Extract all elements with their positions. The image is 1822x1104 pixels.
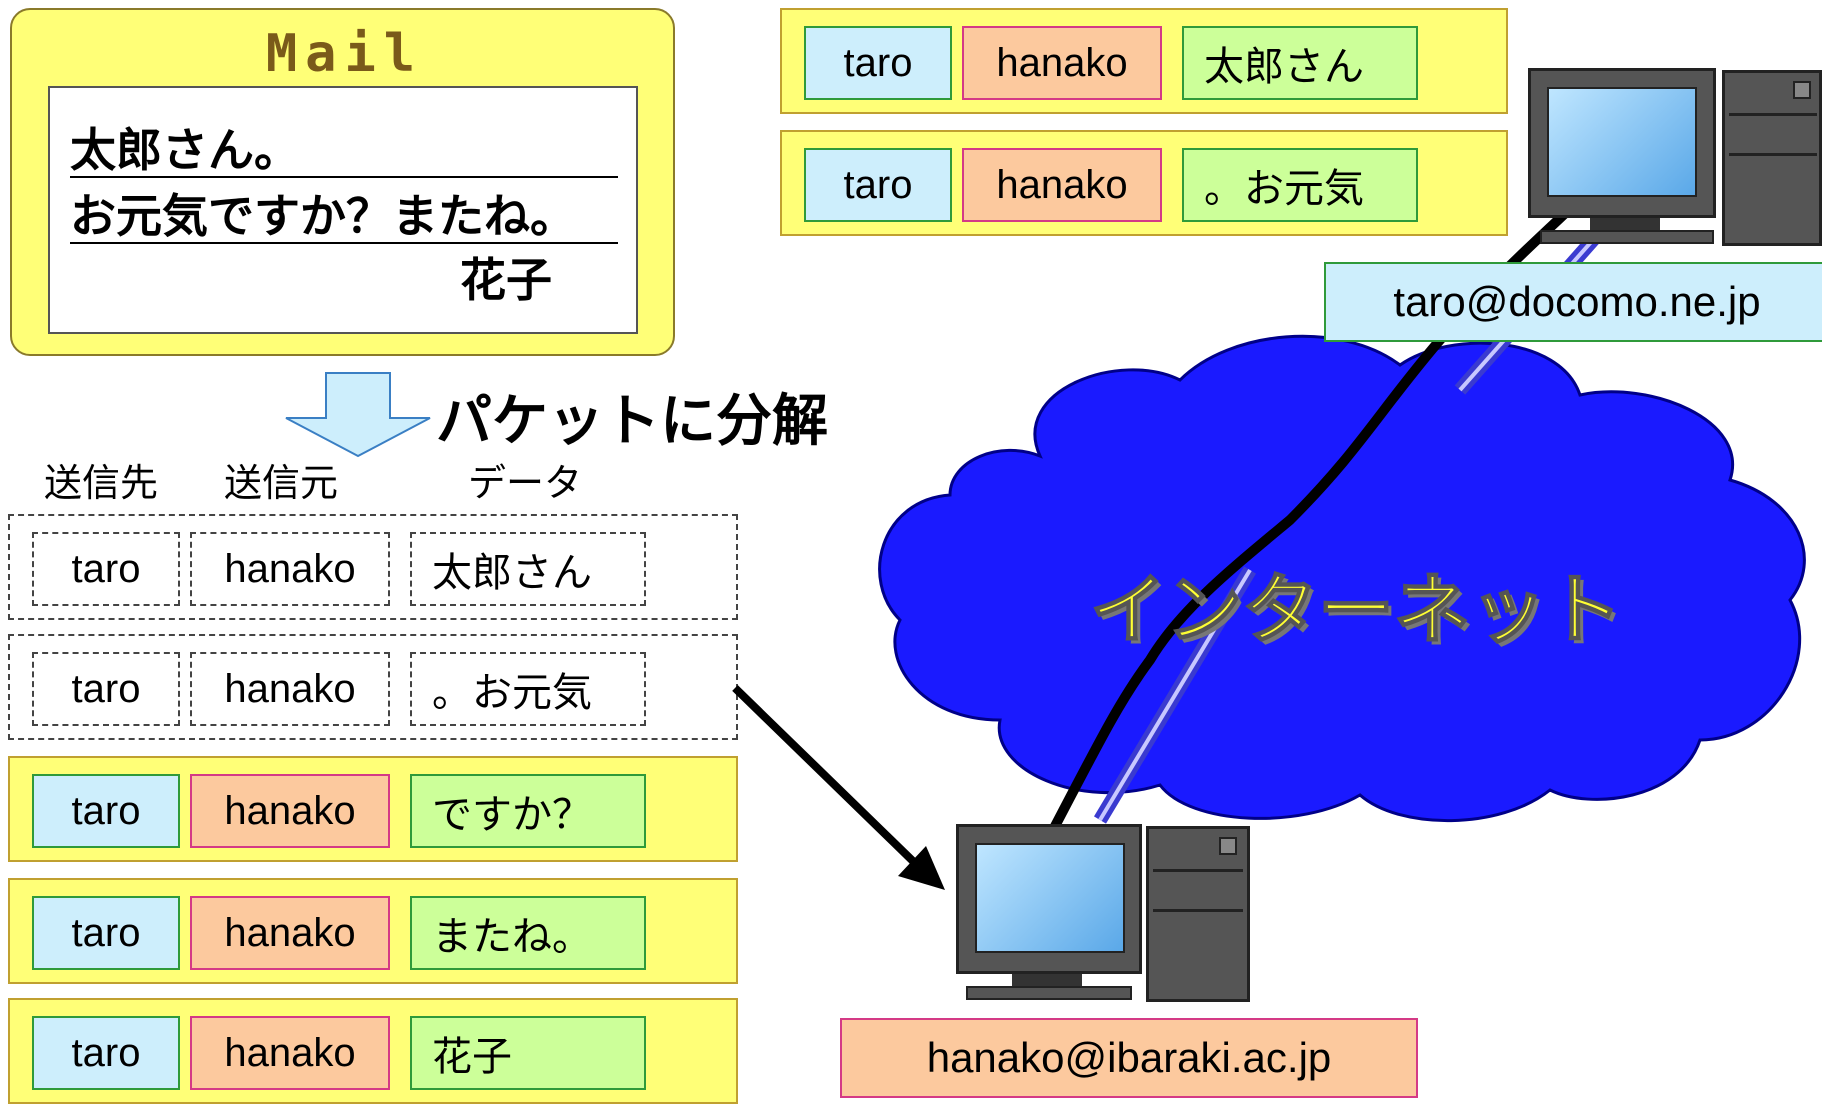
packet-dest: taro (32, 532, 180, 606)
packet-data: 花子 (410, 1016, 646, 1090)
mail-body: 太郎さん。 お元気ですか？またね。 花子 (48, 86, 638, 334)
split-label: パケットに分解 (436, 389, 828, 454)
hanako-tower-icon (1146, 826, 1250, 1002)
hanako-address: hanako@ibaraki.ac.jp (840, 1018, 1418, 1098)
header-src: 送信元 (224, 463, 339, 505)
packet-src: hanako (190, 652, 390, 726)
header-data: データ (468, 463, 583, 505)
taro-monitor-stand (1590, 218, 1660, 230)
packet-data: 。お元気 (410, 652, 646, 726)
hanako-monitor-icon (956, 824, 1142, 974)
taro-keyboard-icon (1540, 230, 1714, 244)
mail-line-1: 太郎さん。 (70, 123, 300, 177)
received-src: hanako (962, 148, 1162, 222)
send-arrow (732, 685, 923, 871)
hanako-keyboard-icon (966, 986, 1132, 1000)
packet-dest: taro (32, 1016, 180, 1090)
received-data: 太郎さん (1182, 26, 1418, 100)
hanako-monitor-stand (1012, 974, 1082, 986)
packet-data: またね。 (410, 896, 646, 970)
received-data: 。お元気 (1182, 148, 1418, 222)
taro-monitor-icon (1528, 68, 1716, 218)
packet-data: ですか？ (410, 774, 646, 848)
taro-address: taro@docomo.ne.jp (1324, 262, 1822, 342)
packet-data: 太郎さん (410, 532, 646, 606)
cloud-label: インターネット (1089, 564, 1623, 655)
received-src: hanako (962, 26, 1162, 100)
send-arrowhead-icon (898, 846, 945, 890)
packet-dest: taro (32, 774, 180, 848)
received-dest: taro (804, 26, 952, 100)
mail-underline-1 (70, 176, 618, 178)
packet-src: hanako (190, 1016, 390, 1090)
mail-line-2: お元気ですか？またね。 (70, 189, 576, 243)
taro-tower-icon (1722, 70, 1822, 246)
cloud-icon (878, 334, 1806, 823)
mail-underline-2 (70, 242, 618, 244)
packet-src: hanako (190, 532, 390, 606)
header-dest: 送信先 (44, 463, 159, 505)
split-arrow-icon (285, 372, 431, 458)
packet-dest: taro (32, 896, 180, 970)
packet-src: hanako (190, 896, 390, 970)
packet-src: hanako (190, 774, 390, 848)
packet-dest: taro (32, 652, 180, 726)
mail-title: Mail (265, 24, 424, 84)
mail-box: Mail 太郎さん。 お元気ですか？またね。 花子 (10, 8, 675, 356)
mail-line-3: 花子 (460, 253, 552, 307)
received-dest: taro (804, 148, 952, 222)
